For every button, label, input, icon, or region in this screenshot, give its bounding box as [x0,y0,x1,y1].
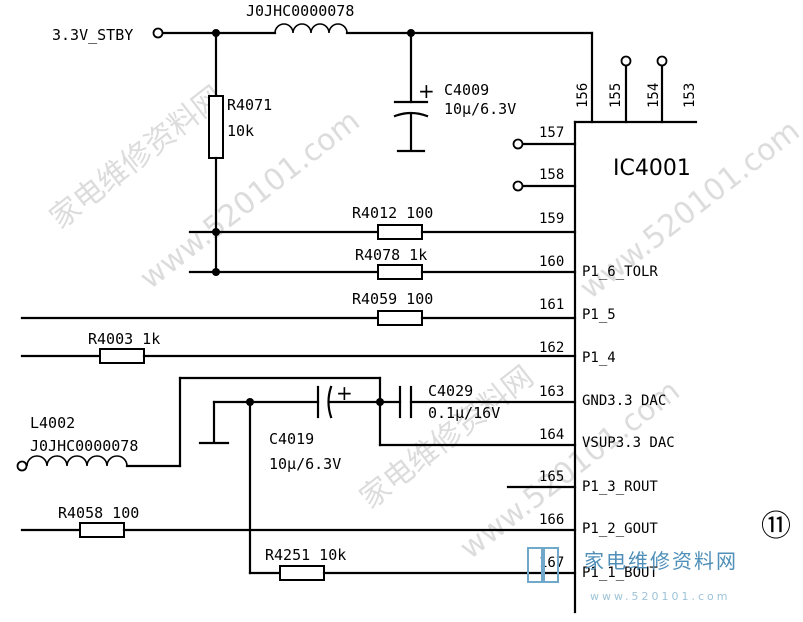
cap-c4029-value: 0.1μ/16V [428,404,500,422]
logo-mark [527,547,543,583]
cap-c4019-ref: C4019 [269,430,314,448]
pin-name: VSUP3.3 DAC [582,435,675,451]
pin-name: P1_4 [582,350,616,366]
inductor-l4002 [26,455,128,467]
pin-number: 157 [539,125,564,141]
polarity-plus: + [336,381,353,405]
cap-c4009-ref: C4009 [444,81,489,99]
pin-name: P1_1_BOUT [582,565,658,581]
resistor-r4003-label: R4003 1k [88,330,160,348]
terminal-pin-157 [512,138,524,150]
terminal-pin-154 [656,55,668,67]
pin-number: 158 [539,167,564,183]
pin-number: 161 [539,297,564,313]
pin-number: 160 [539,254,564,270]
terminal-pin-155 [620,55,632,67]
cap-c4019-value: 10μ/6.3V [269,455,341,473]
resistor-r4071-ref: R4071 [227,96,272,114]
inductor-top [274,23,348,34]
resistor-r4251 [279,565,325,581]
resistor-r4059 [377,310,423,326]
pin-number: 155 [608,83,624,108]
watermark: 家电维修资料网 www.520101.com 家电维修资料网 www.52010… [43,79,803,566]
pin-number: 159 [539,211,564,227]
pin-number: 153 [682,83,698,108]
inductor-l4002-value: J0JHC0000078 [30,437,138,455]
terminal-l4002 [16,460,28,472]
cap-c4009-value: 10μ/6.3V [444,100,516,118]
pin-number: 163 [539,384,564,400]
cap-c4029-ref: C4029 [428,382,473,400]
resistor-r4071 [208,95,224,159]
pin-number: 165 [539,469,564,485]
resistor-r4078-label: R4078 1k [355,246,427,264]
inductor-l4002-ref: L4002 [30,414,75,432]
resistor-r4003 [99,348,145,364]
logo-url: www.520101.com [590,590,730,603]
resistor-r4012-label: R4012 100 [352,204,433,222]
resistor-r4058-label: R4058 100 [58,504,139,522]
pin-name: P1_5 [582,307,616,323]
logo-text: 家电维修资料网 [584,549,738,573]
resistor-r4078 [377,264,423,280]
site-logo: 家电维修资料网 www.520101.com [527,547,738,603]
pin-number: 154 [646,83,662,108]
page-marker: ⑪ [761,509,791,544]
pin-name: GND3.3 DAC [582,393,666,409]
terminal-3v3 [152,27,164,39]
pin-name: P1_3_ROUT [582,479,658,495]
inductor-top-label: J0JHC0000078 [246,2,354,20]
terminal-pin-158 [512,180,524,192]
pin-number: 166 [539,512,564,528]
logo-mark [543,547,559,583]
net-label-3v3-stby: 3.3V_STBY [52,26,133,44]
resistor-r4251-label: R4251 10k [265,546,346,564]
pin-name: P1_6_TOLR [582,264,658,280]
polarity-plus: + [418,79,435,103]
watermark-text: 家电维修资料网 [43,79,230,236]
resistor-r4059-label: R4059 100 [352,290,433,308]
pin-number: 162 [539,340,564,356]
ic-ref: IC4001 [613,156,691,181]
resistor-r4012 [377,224,423,240]
resistor-r4071-value: 10k [227,122,254,140]
pin-number: 164 [539,427,564,443]
pin-name: P1_2_GOUT [582,521,658,537]
pin-number: 156 [575,83,591,108]
resistor-r4058 [79,522,125,538]
